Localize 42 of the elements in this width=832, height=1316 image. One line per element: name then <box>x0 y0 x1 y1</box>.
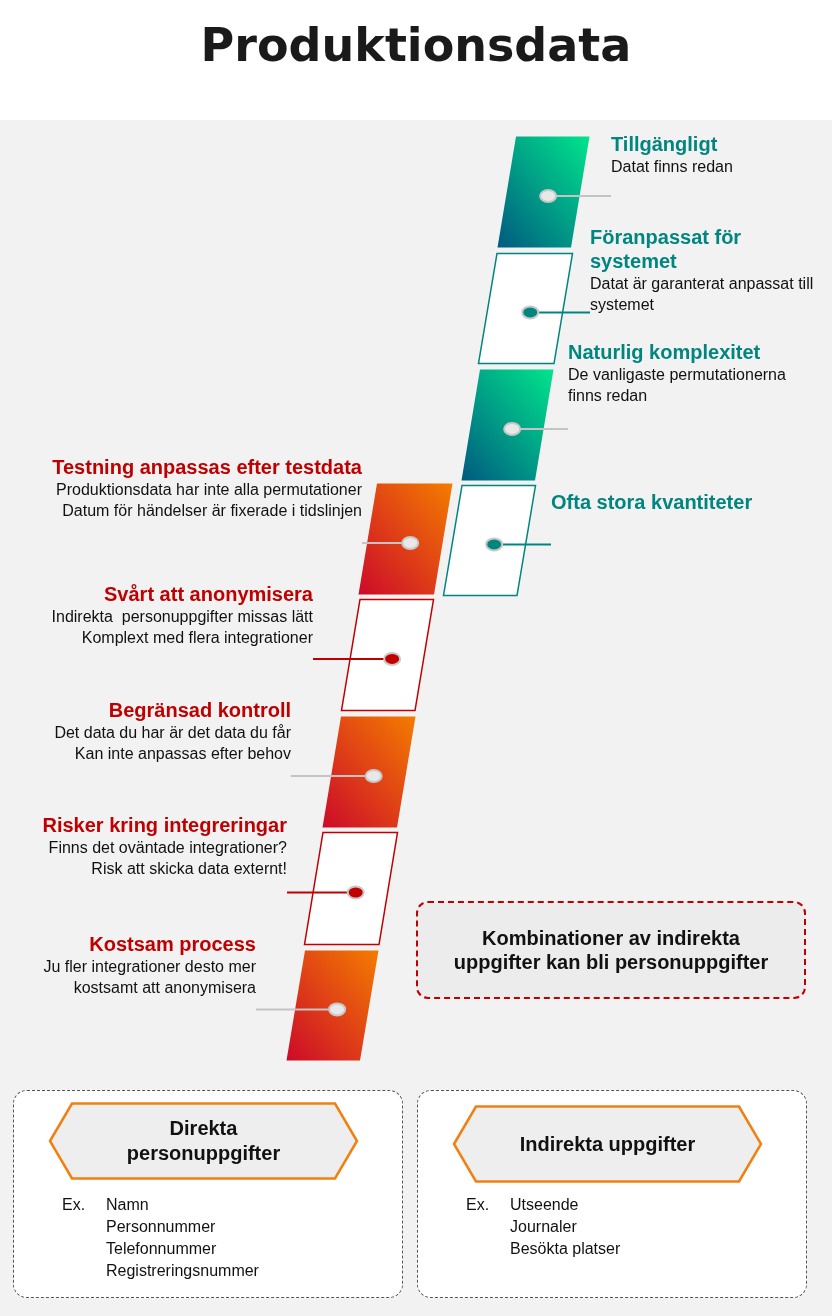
leader-line <box>255 1002 347 1017</box>
list-item: Besökta platser <box>510 1239 621 1259</box>
callout-text: Komplext med flera integrationer <box>80 628 313 648</box>
callout-text: Datum för händelser är fixerade i tidslinjen <box>61 501 362 521</box>
callout-text: Kan inte anpassas efter behov <box>73 744 291 764</box>
leader-line <box>485 537 552 552</box>
list-item: Telefonnummer <box>106 1239 217 1259</box>
leader-line <box>290 768 383 783</box>
callout-text: De vanligaste permutationerna finns redan <box>568 365 787 406</box>
callout-heading: Kostsam process <box>88 932 256 956</box>
callout-heading: Ofta stora kvantiteter <box>551 490 754 514</box>
leader-line <box>503 421 569 436</box>
list-item: Registreringsnummer <box>106 1261 259 1281</box>
callout-heading: Begränsad kontroll <box>107 698 291 722</box>
note-box: Kombinationer av indirekta uppgifter kan bli personuppgifter <box>416 901 806 999</box>
list-item: Utseende <box>510 1195 579 1215</box>
list-item: Personnummer <box>106 1217 216 1237</box>
callout-text: Indirekta personuppgifter missas lätt <box>50 607 313 627</box>
banner-title: Indirekta uppgifter <box>519 1131 696 1157</box>
leader-line <box>521 305 591 320</box>
callout-text: Det data du har är det data du får <box>53 723 291 743</box>
callout-heading: Tillgängligt <box>611 132 719 156</box>
callout-text: Datat är garanterat anpassat till systemet <box>590 274 815 315</box>
callout-heading: Naturlig komplexitet <box>568 340 762 364</box>
callout-text: Ju fler integrationer desto mer kostsamt att anonymisera <box>42 957 256 998</box>
callout-heading: Svårt att anonymisera <box>103 582 313 606</box>
leader-line <box>312 651 402 666</box>
callout-text: Finns det oväntade integrationer? <box>47 838 287 858</box>
list-item: Journaler <box>510 1217 577 1237</box>
example-label: Ex. <box>466 1195 490 1215</box>
banner-title: Direkta personuppgifter <box>125 1116 282 1166</box>
callout-heading: Risker kring integreringar <box>41 813 287 837</box>
leader-line <box>539 188 612 203</box>
callout-heading: Föranpassat för systemet <box>590 225 743 273</box>
callout-text: Datat finns redan <box>611 157 734 177</box>
title: Produktionsdata <box>199 18 633 72</box>
callout-text: Risk att skicka data externt! <box>90 859 287 879</box>
leader-line <box>286 885 365 900</box>
callout-heading: Testning anpassas efter testdata <box>51 455 362 479</box>
list-item: Namn <box>106 1195 149 1215</box>
example-label: Ex. <box>62 1195 86 1215</box>
callout-text: Produktionsdata har inte alla permutationer <box>55 480 362 500</box>
